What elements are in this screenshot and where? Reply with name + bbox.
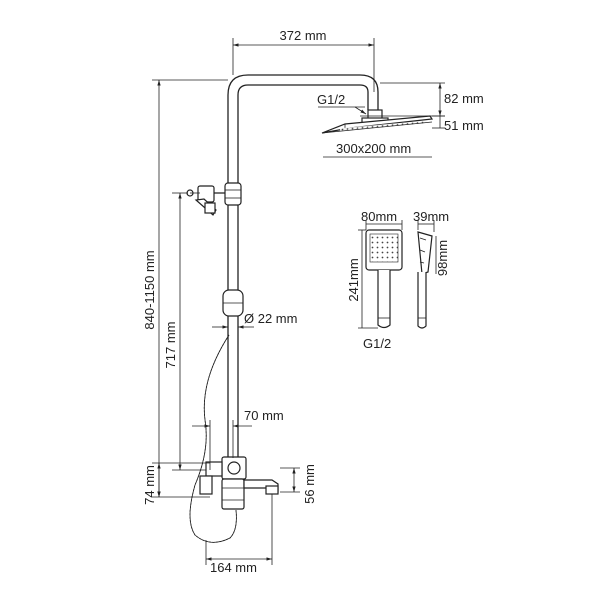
- dim-label-pipe-diameter: Ø 22 mm: [244, 311, 297, 326]
- dim-label-base-height: 74 mm: [142, 465, 157, 505]
- wall-bracket-hand-holder: [186, 185, 225, 216]
- dimension-total-height: [152, 79, 228, 498]
- mixer-body: [199, 456, 279, 510]
- dimension-holder-offset: [192, 420, 252, 470]
- hand-shower-front: [365, 229, 403, 329]
- shower-column: [222, 74, 379, 460]
- rain-shower-head: [321, 109, 434, 134]
- dimension-hand-depth: [417, 220, 435, 232]
- dimension-hand-width: [365, 220, 403, 230]
- dimension-base-height: [152, 462, 210, 497]
- dim-label-hand-width: 80mm: [361, 209, 397, 224]
- shower-hose: [189, 334, 237, 543]
- dim-label-head-thread: G1/2: [317, 92, 345, 107]
- dimension-head-height: [380, 82, 445, 117]
- dim-label-spout-height: 56 mm: [302, 464, 317, 504]
- dim-label-total-height: 840-1150 mm: [142, 250, 157, 329]
- dim-label-head-height: 82 mm: [444, 91, 484, 106]
- hand-shower-side: [417, 231, 433, 329]
- dim-label-hand-length: 241mm: [346, 258, 361, 301]
- dim-label-holder-height: 717 mm: [163, 322, 178, 369]
- dim-label-arm-length: 372 mm: [280, 28, 327, 43]
- dimension-hand-length: [358, 229, 378, 329]
- dim-label-hand-depth: 39mm: [413, 209, 449, 224]
- dimension-holder-height: [172, 192, 206, 471]
- dimension-spout-height: [280, 467, 300, 493]
- dim-label-head-size: 300x200 mm: [336, 141, 411, 156]
- dim-label-bottom-width: 164 mm: [210, 560, 257, 575]
- dimension-bottom-width: [205, 494, 273, 565]
- dimension-thread: [318, 106, 367, 115]
- dimension-head-thickness: [360, 115, 445, 129]
- dim-label-holder-offset: 70 mm: [244, 408, 284, 423]
- dim-label-hand-side-length: 98mm: [435, 240, 450, 276]
- dim-label-head-thickness: 51 mm: [444, 118, 484, 133]
- dim-label-hand-thread: G1/2: [363, 336, 391, 351]
- dimension-arm-length: [232, 38, 375, 92]
